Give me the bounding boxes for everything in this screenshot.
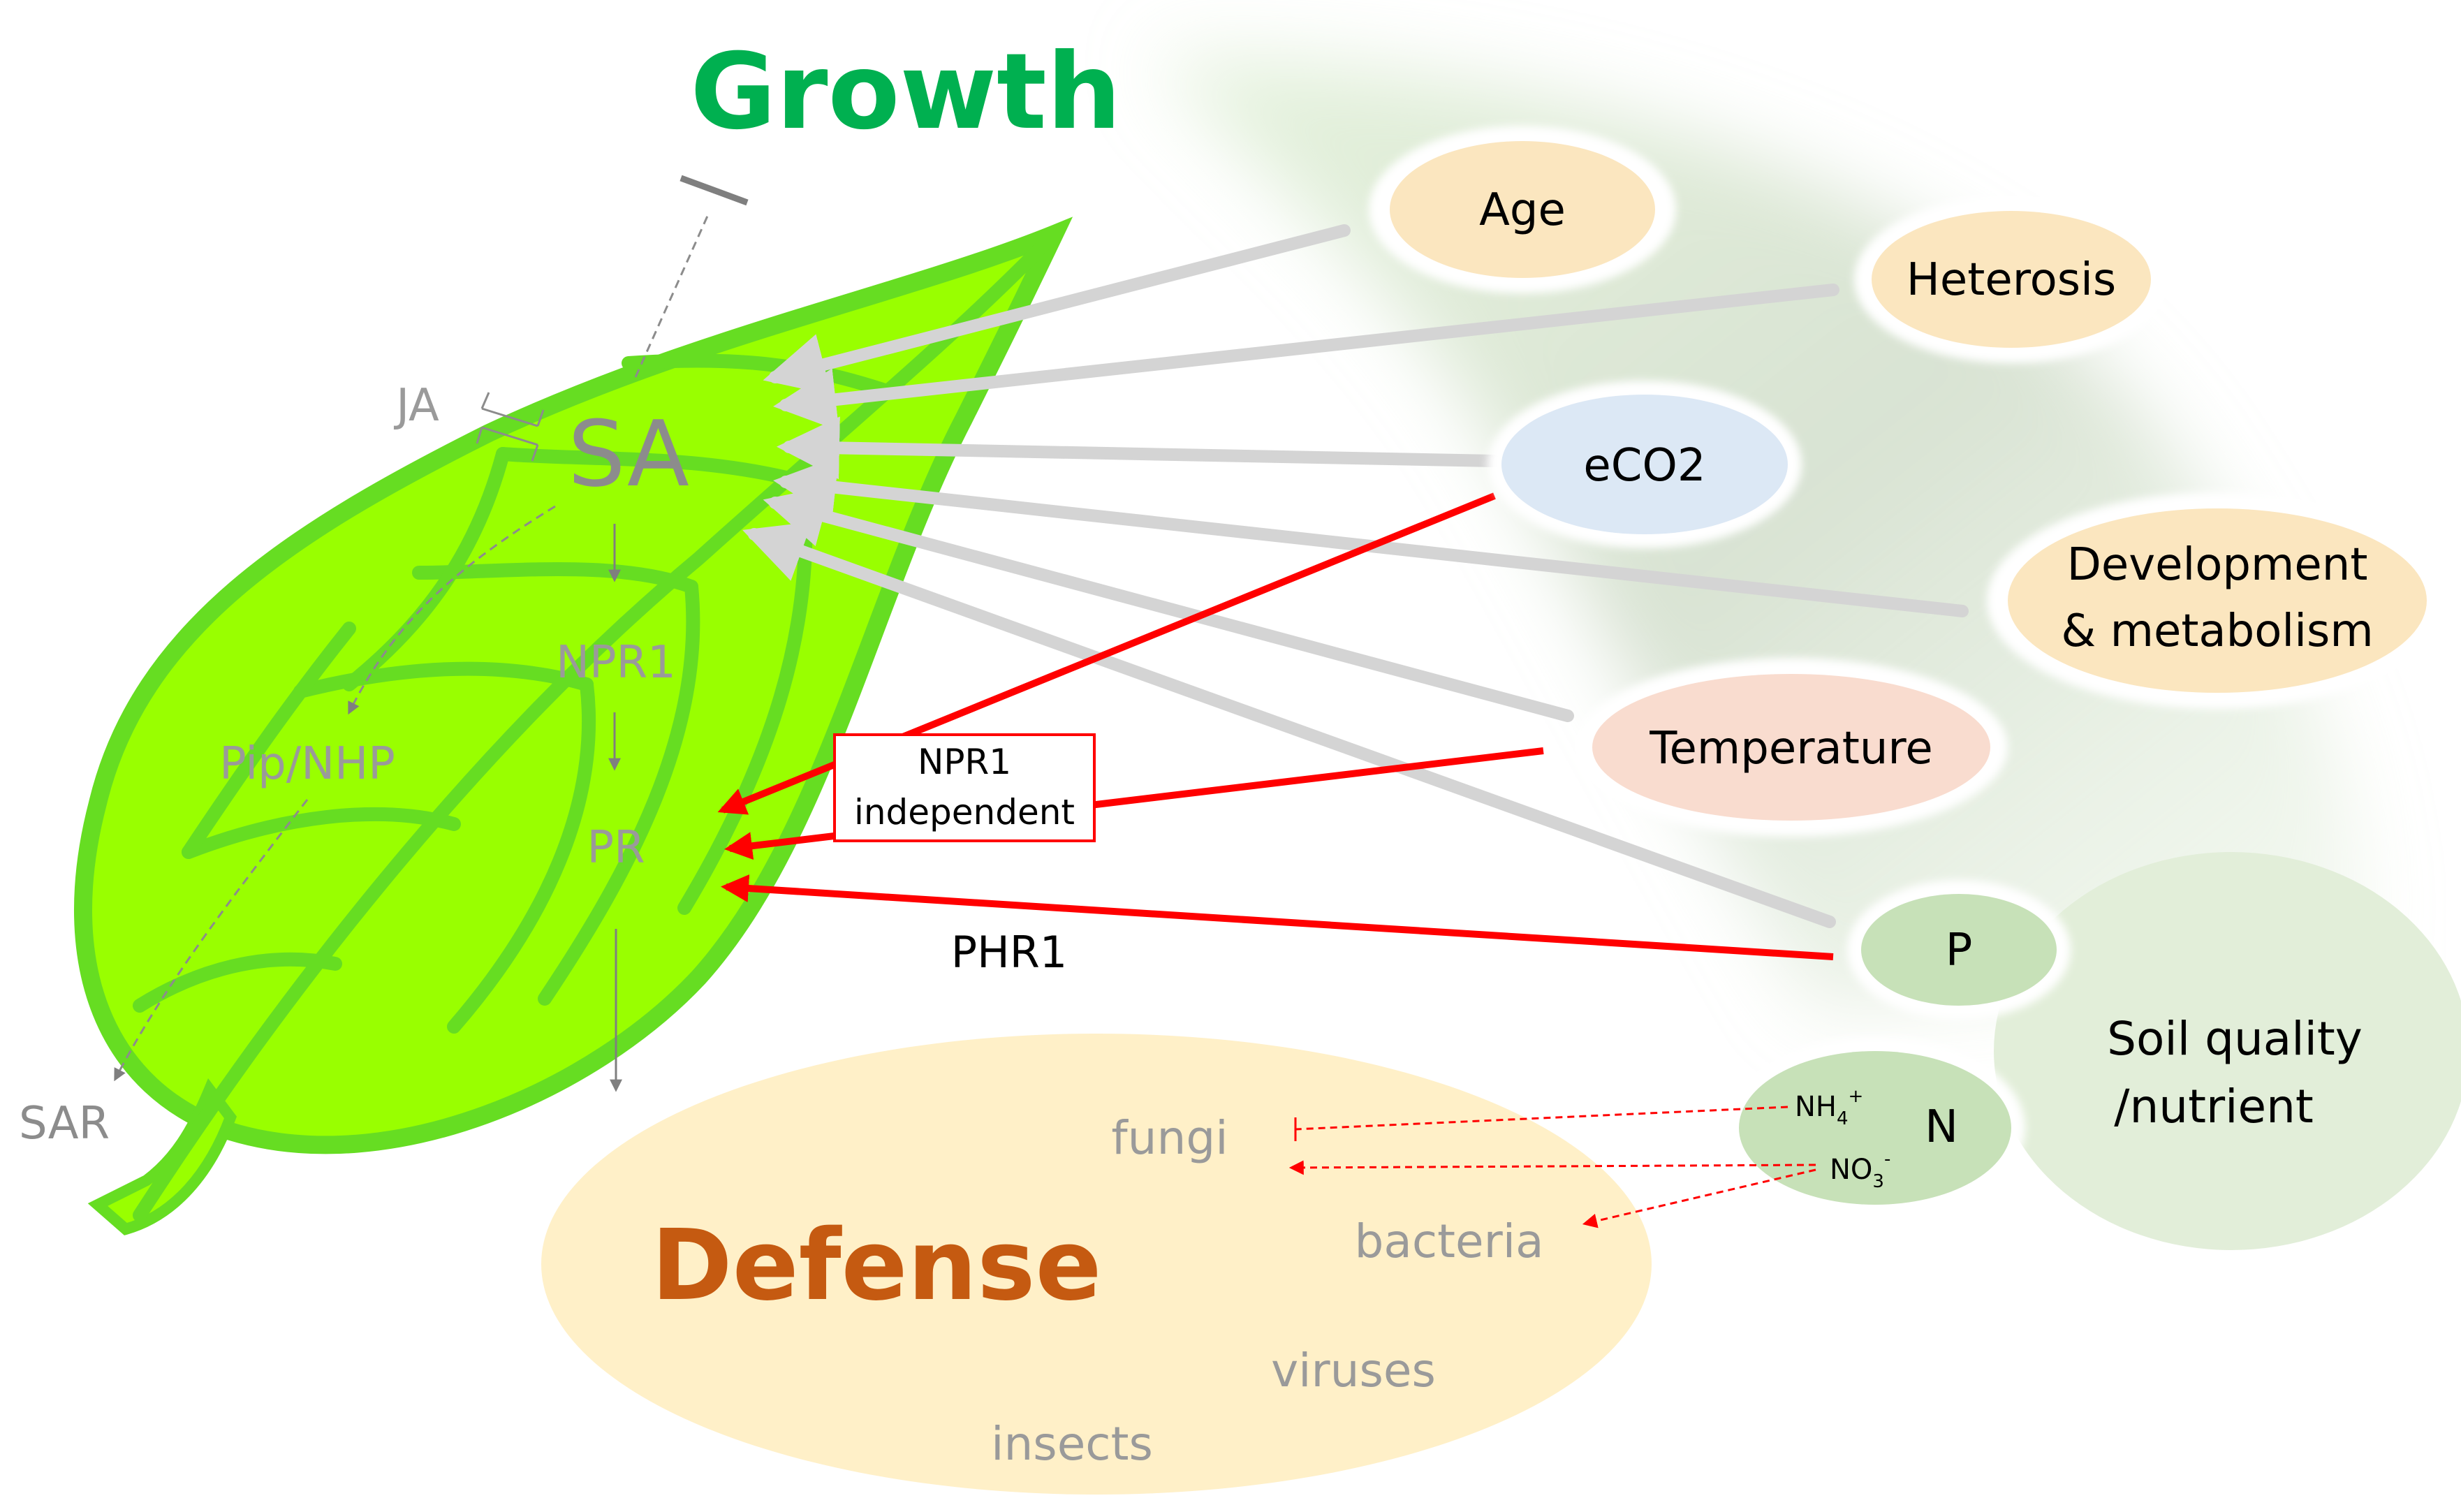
- phr1-label: PHR1: [951, 927, 1068, 978]
- factor-temperature: Temperature: [1575, 658, 2008, 837]
- factor-heterosis: Heterosis: [1854, 196, 2168, 363]
- insects-label: insects: [991, 1417, 1153, 1471]
- pip-to-sar-arrow: [114, 799, 309, 1082]
- pip-nhp-label: Pip/NHP: [219, 738, 395, 790]
- leaf-veins: [133, 234, 1055, 1222]
- defense-title: Defense: [652, 1209, 1102, 1323]
- npr1-independent-box: NPR1 independent: [833, 733, 1096, 842]
- fungi-label: fungi: [1111, 1111, 1228, 1165]
- arrow-temperature-to-sa: [763, 485, 1574, 722]
- ja-sa-antagonism: [476, 392, 545, 462]
- heterosis-label: Heterosis: [1907, 254, 2117, 306]
- npr1-independent-line2: independent: [854, 792, 1075, 832]
- npr1-independent-line1: NPR1: [918, 742, 1011, 782]
- soil-p: P: [1847, 880, 2071, 1020]
- development-label-line2: & metabolism: [2061, 605, 2373, 657]
- temperature-label: Temperature: [1649, 723, 1932, 775]
- soil-label-line1: Soil quality: [2107, 1012, 2363, 1066]
- bacteria-label: bacteria: [1354, 1214, 1543, 1268]
- arrow-eco2-to-sa: [777, 416, 1501, 480]
- soil-label-line2: /nutrient: [2114, 1080, 2314, 1133]
- factor-age: Age: [1369, 126, 1676, 293]
- ja-label: JA: [393, 380, 439, 432]
- sa-label: SA: [568, 401, 689, 507]
- soil-n: N NH4+ NO3-: [1725, 1037, 2025, 1219]
- background-band: [1152, 56, 2364, 1013]
- arrow-heterosis-to-sa: [773, 284, 1839, 431]
- defense-ellipse: [541, 1034, 1652, 1495]
- nitrogen-arrows: [1288, 1106, 1816, 1228]
- sa-to-pip-arrow: [348, 505, 556, 715]
- no3-to-bacteria: [1582, 1168, 1816, 1228]
- nh4-label: NH4+: [1795, 1086, 1863, 1129]
- pr-label: PR: [587, 822, 645, 874]
- sar-label: SAR: [19, 1098, 110, 1150]
- no3-to-fungi: [1288, 1160, 1816, 1175]
- no3-label: NO3-: [1830, 1149, 1890, 1192]
- arrow-p-to-pr: [721, 874, 1834, 960]
- arrow-age-to-sa: [763, 224, 1351, 395]
- grey-arrows: [742, 224, 1969, 928]
- factor-eco2: eCO2: [1487, 381, 1802, 548]
- eco2-label: eCO2: [1583, 440, 1705, 492]
- development-label-line1: Development: [2067, 539, 2368, 591]
- n-label: N: [1925, 1101, 1958, 1153]
- p-label: P: [1946, 925, 1973, 976]
- factor-development-metabolism: Development & metabolism: [1987, 492, 2448, 709]
- arrow-p-to-sa: [742, 522, 1836, 928]
- viruses-label: viruses: [1271, 1344, 1436, 1397]
- growth-title: Growth: [690, 31, 1121, 153]
- sa-inhibitor-line: [634, 175, 749, 378]
- age-label: Age: [1479, 184, 1566, 236]
- npr1-label: NPR1: [556, 637, 676, 689]
- soil-quality-ellipse: [1994, 852, 2461, 1250]
